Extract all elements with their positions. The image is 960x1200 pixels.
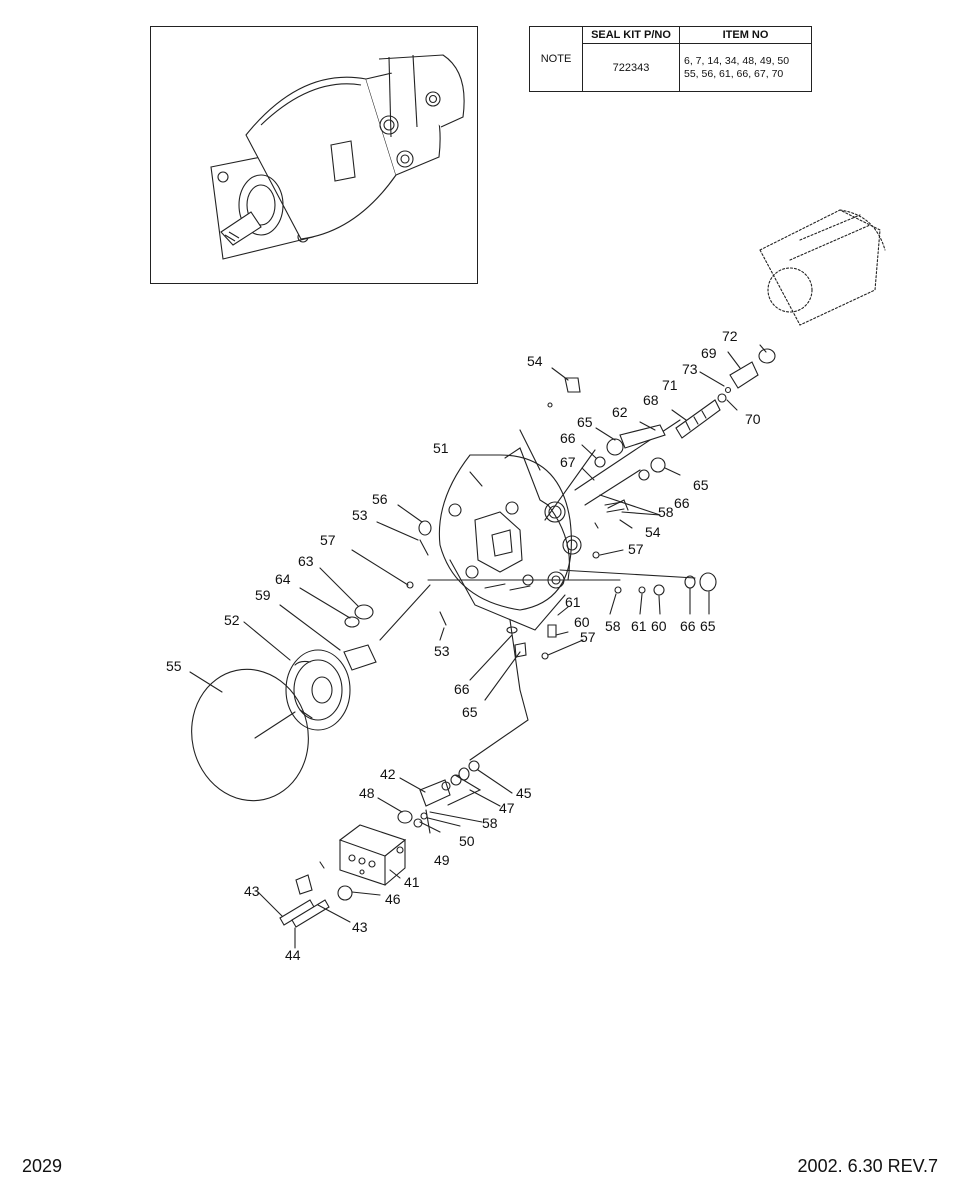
callout-63: 63 [298, 553, 314, 569]
callout-64: 64 [275, 571, 291, 587]
callout-60-bottom: 60 [651, 618, 667, 634]
callout-61-mid: 61 [565, 594, 581, 610]
callout-60-mid: 60 [574, 614, 590, 630]
seal-kit-number: 722343 [582, 43, 680, 92]
orientation-view [759, 209, 886, 326]
callout-69: 69 [701, 345, 717, 361]
callout-43-right: 43 [352, 919, 368, 935]
callout-43-left: 43 [244, 883, 260, 899]
seal-kit-table: NOTE SEAL KIT P/NO ITEM NO 722343 6, 7, … [529, 26, 812, 92]
callout-66-bottom: 66 [680, 618, 696, 634]
callout-61-bottom: 61 [631, 618, 647, 634]
callout-58-bottom: 58 [605, 618, 621, 634]
revision-date: 2002. 6.30 REV.7 [797, 1156, 938, 1176]
callout-58-lower: 58 [482, 815, 498, 831]
callout-70: 70 [745, 411, 761, 427]
piston-42 [419, 779, 451, 807]
callout-56: 56 [372, 491, 388, 507]
callout-58-right: 58 [658, 504, 674, 520]
spool-68 [675, 399, 721, 439]
note-cell: NOTE [529, 26, 583, 92]
callout-67: 67 [560, 454, 576, 470]
seal-kit-header: SEAL KIT P/NO [582, 26, 680, 44]
callout-65-right: 65 [693, 477, 709, 493]
callout-71: 71 [662, 377, 678, 393]
callout-53-top: 53 [352, 507, 368, 523]
callout-41: 41 [404, 874, 420, 890]
item-numbers: 6, 7, 14, 34, 48, 49, 50 55, 56, 61, 66,… [679, 43, 812, 92]
callout-46: 46 [385, 891, 401, 907]
callout-68: 68 [643, 392, 659, 408]
callout-66-top: 66 [560, 430, 576, 446]
callout-55: 55 [166, 658, 182, 674]
callout-57-lower: 57 [580, 629, 596, 645]
callout-62: 62 [612, 404, 628, 420]
callout-53-bottom: 53 [434, 643, 450, 659]
callout-48: 48 [359, 785, 375, 801]
callout-49: 49 [434, 852, 450, 868]
control-block-41 [338, 824, 407, 886]
callout-57-left: 57 [320, 532, 336, 548]
callout-65-lower: 65 [462, 704, 478, 720]
plug-62 [619, 424, 666, 449]
callout-65-top: 65 [577, 414, 593, 430]
callout-50: 50 [459, 833, 475, 849]
callout-labels: 54 72 69 73 71 70 68 62 65 66 67 51 65 6… [166, 328, 761, 963]
callout-54: 54 [527, 353, 543, 369]
item-numbers-line-1: 6, 7, 14, 34, 48, 49, 50 [684, 54, 790, 67]
callout-66-right: 66 [674, 495, 690, 511]
callout-44: 44 [285, 947, 301, 963]
callout-73: 73 [682, 361, 698, 377]
callout-45: 45 [516, 785, 532, 801]
valve-plate-52 [285, 649, 351, 731]
callout-65-bottom: 65 [700, 618, 716, 634]
assembled-view-inset [150, 26, 478, 284]
callout-57-right: 57 [628, 541, 644, 557]
callout-47: 47 [499, 800, 515, 816]
callout-54-right: 54 [645, 524, 661, 540]
bearing-59 [343, 644, 377, 671]
sleeve-69 [729, 361, 759, 389]
o-ring-55 [191, 668, 309, 802]
callout-42: 42 [380, 766, 396, 782]
plug-54 [564, 377, 581, 393]
callout-72: 72 [722, 328, 738, 344]
housing-51 [438, 447, 582, 631]
callout-66-lower: 66 [454, 681, 470, 697]
callout-59: 59 [255, 587, 271, 603]
callout-52: 52 [224, 612, 240, 628]
callout-51: 51 [433, 440, 449, 456]
page-number: 2029 [22, 1156, 63, 1176]
assembled-pump-illustration [210, 54, 465, 260]
item-numbers-line-2: 55, 56, 61, 66, 67, 70 [684, 67, 784, 80]
